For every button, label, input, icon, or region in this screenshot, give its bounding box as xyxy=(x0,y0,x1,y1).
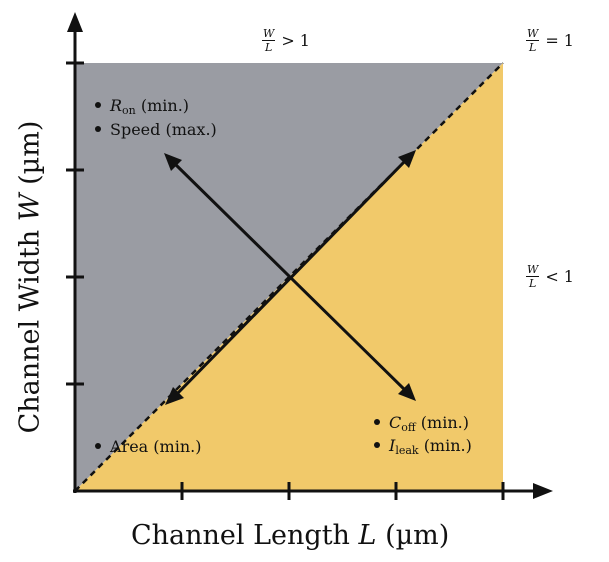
ratio-equal-text: = 1 xyxy=(545,31,574,50)
x-axis-label: Channel Length L (µm) xyxy=(131,520,449,551)
ileak-subscript: leak xyxy=(395,444,419,457)
ratio-fraction: W L xyxy=(526,27,540,54)
y-axis-arrowhead xyxy=(67,12,83,32)
y-axis-symbol: W xyxy=(14,193,46,222)
ratio-equal-label: W L = 1 xyxy=(526,28,574,53)
bullet-coff: Coff (min.) xyxy=(374,413,469,434)
ratio-less-label: W L < 1 xyxy=(526,264,574,289)
ron-subscript: on xyxy=(122,104,136,117)
bullet-dot xyxy=(95,442,101,449)
ron-text: (min.) xyxy=(140,96,190,115)
coff-subscript: off xyxy=(401,421,416,434)
y-axis-label-text: Channel Width xyxy=(14,229,46,434)
ratio-greater-label: W L > 1 xyxy=(262,28,310,53)
ratio-less-text: < 1 xyxy=(545,267,574,286)
fraction-denominator: L xyxy=(265,41,273,54)
bullet-area: Area (min.) xyxy=(95,437,201,456)
coff-symbol: C xyxy=(389,413,402,432)
fraction-denominator: L xyxy=(529,277,537,290)
bullet-dot xyxy=(374,418,380,425)
ratio-greater-text: > 1 xyxy=(281,31,310,50)
ratio-fraction: W L xyxy=(262,27,276,54)
fraction-numerator: W xyxy=(262,27,276,41)
bullet-dot xyxy=(95,101,101,108)
fraction-numerator: W xyxy=(526,27,540,41)
x-axis-symbol: L xyxy=(358,520,377,551)
ileak-symbol: I xyxy=(389,436,396,455)
speed-text: Speed (max.) xyxy=(110,120,217,139)
arrowhead-upper-left xyxy=(164,153,182,171)
bullet-speed: Speed (max.) xyxy=(95,120,217,139)
fraction-numerator: W xyxy=(526,263,540,277)
y-axis-unit: (µm) xyxy=(14,120,46,185)
diagonal-arrow-down-right xyxy=(171,160,409,394)
arrowhead-lower-right xyxy=(398,383,416,401)
bullet-ron: Ron (min.) xyxy=(95,96,189,117)
bullet-dot xyxy=(374,441,380,448)
area-text: Area (min.) xyxy=(110,437,202,456)
bullet-dot xyxy=(95,125,101,132)
ron-symbol: R xyxy=(110,96,123,115)
fraction-denominator: L xyxy=(529,41,537,54)
ileak-text: (min.) xyxy=(423,436,472,455)
ratio-fraction: W L xyxy=(526,263,540,290)
x-axis-label-text: Channel Length xyxy=(131,520,350,551)
arrowhead-lower-left xyxy=(165,387,184,405)
x-axis-unit: (µm) xyxy=(385,520,450,551)
arrowhead-upper-right xyxy=(398,150,416,168)
bullet-ileak: Ileak (min.) xyxy=(374,436,472,457)
coff-text: (min.) xyxy=(420,413,469,432)
y-axis-label: Channel Width W (µm) xyxy=(15,121,46,434)
x-axis-arrowhead xyxy=(533,483,553,499)
